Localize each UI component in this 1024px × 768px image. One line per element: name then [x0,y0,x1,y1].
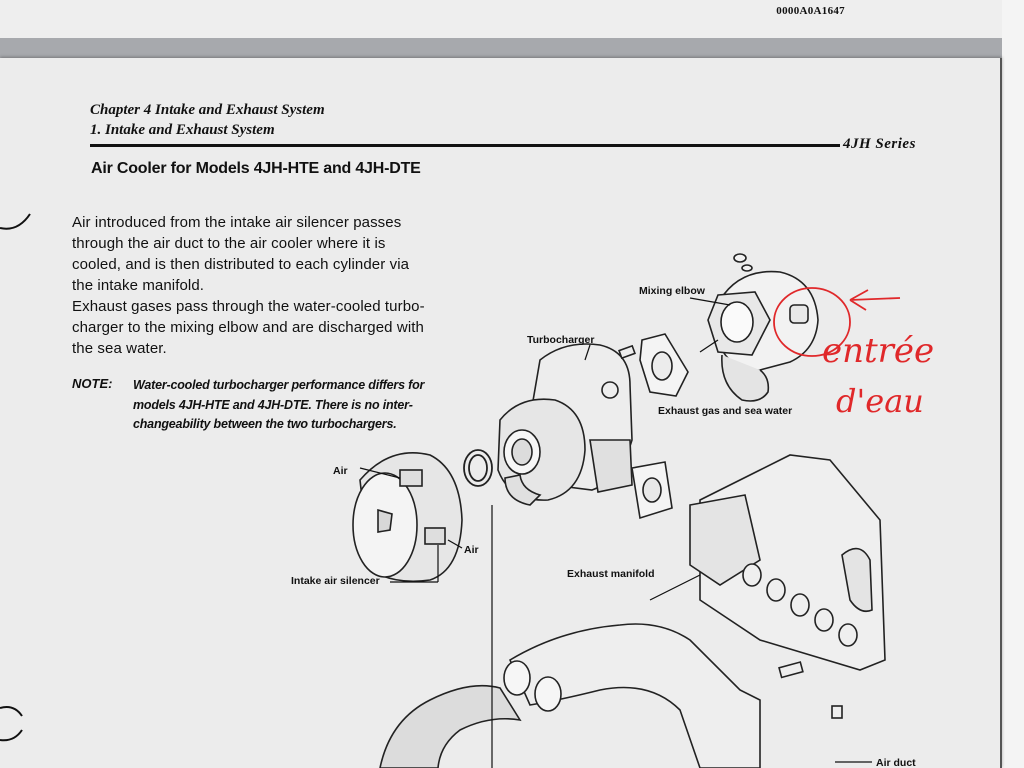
page-gap [0,38,1024,58]
air-duct-drawing [379,623,843,768]
header-rule [90,144,840,147]
paragraph-line: through the air duct to the air cooler w… [72,235,386,252]
manifold-gasket-drawing [631,461,673,520]
handwritten-annotation: entrée d'eau [773,287,934,420]
page-edge [1002,0,1024,768]
leader-lines [359,297,872,768]
label-air-duct: Air duct [876,757,916,768]
label-exhaust-manifold: Exhaust manifold [567,568,655,580]
label-air-top: Air [333,465,348,477]
turbocharger-drawing [497,343,636,506]
mixing-elbow-drawing [707,253,819,402]
intake-silencer-drawing [352,452,463,583]
annotation-text-line2: d'eau [836,382,924,420]
label-intake-silencer: Intake air silencer [291,575,380,587]
annotation-circle [773,287,851,357]
chapter-header: Chapter 4 Intake and Exhaust System 1. I… [90,100,325,140]
binder-marks [0,213,31,742]
paragraph-line: the sea water. [72,340,167,357]
note-line: models 4JH-HTE and 4JH-DTE. There is no … [133,397,413,412]
label-turbocharger: Turbocharger [527,334,594,346]
note-text: Water-cooled turbocharger performance di… [133,376,483,435]
previous-page-strip: 0000A0A1647 [0,0,1003,38]
section-title-header: 1. Intake and Exhaust System [90,122,275,138]
hose-clamp-drawing [463,449,493,487]
page-title: Air Cooler for Models 4JH-HTE and 4JH-DT… [91,160,421,177]
paragraph-line: charger to the mixing elbow and are disc… [72,319,424,336]
series-label: 4JH Series [843,136,916,152]
exhaust-manifold-drawing [689,454,886,671]
chapter-title: Chapter 4 Intake and Exhaust System [90,102,325,118]
page-id: 0000A0A1647 [776,5,845,17]
diagram-labels: Mixing elbow Turbocharger Exhaust gas an… [291,285,916,768]
paragraph-line: Exhaust gases pass through the water-coo… [72,298,425,315]
annotation-text-line1: entrée [822,331,934,371]
note-label: NOTE: [72,376,113,391]
label-mixing-elbow: Mixing elbow [639,285,706,297]
label-air-side: Air [464,544,479,556]
paragraph-line: Air introduced from the intake air silen… [72,214,402,231]
note-line: Water-cooled turbocharger performance di… [133,378,425,392]
paragraph-line: cooled, and is then distributed to each … [72,256,410,273]
label-exhaust-gas: Exhaust gas and sea water [658,405,792,417]
elbow-gasket-drawing [639,333,689,397]
paragraph-line: the intake manifold. [72,277,205,294]
body-text: Air introduced from the intake air silen… [72,212,482,359]
note-line: changeability between the two turbocharg… [133,417,397,431]
annotation-arrow [849,289,901,311]
